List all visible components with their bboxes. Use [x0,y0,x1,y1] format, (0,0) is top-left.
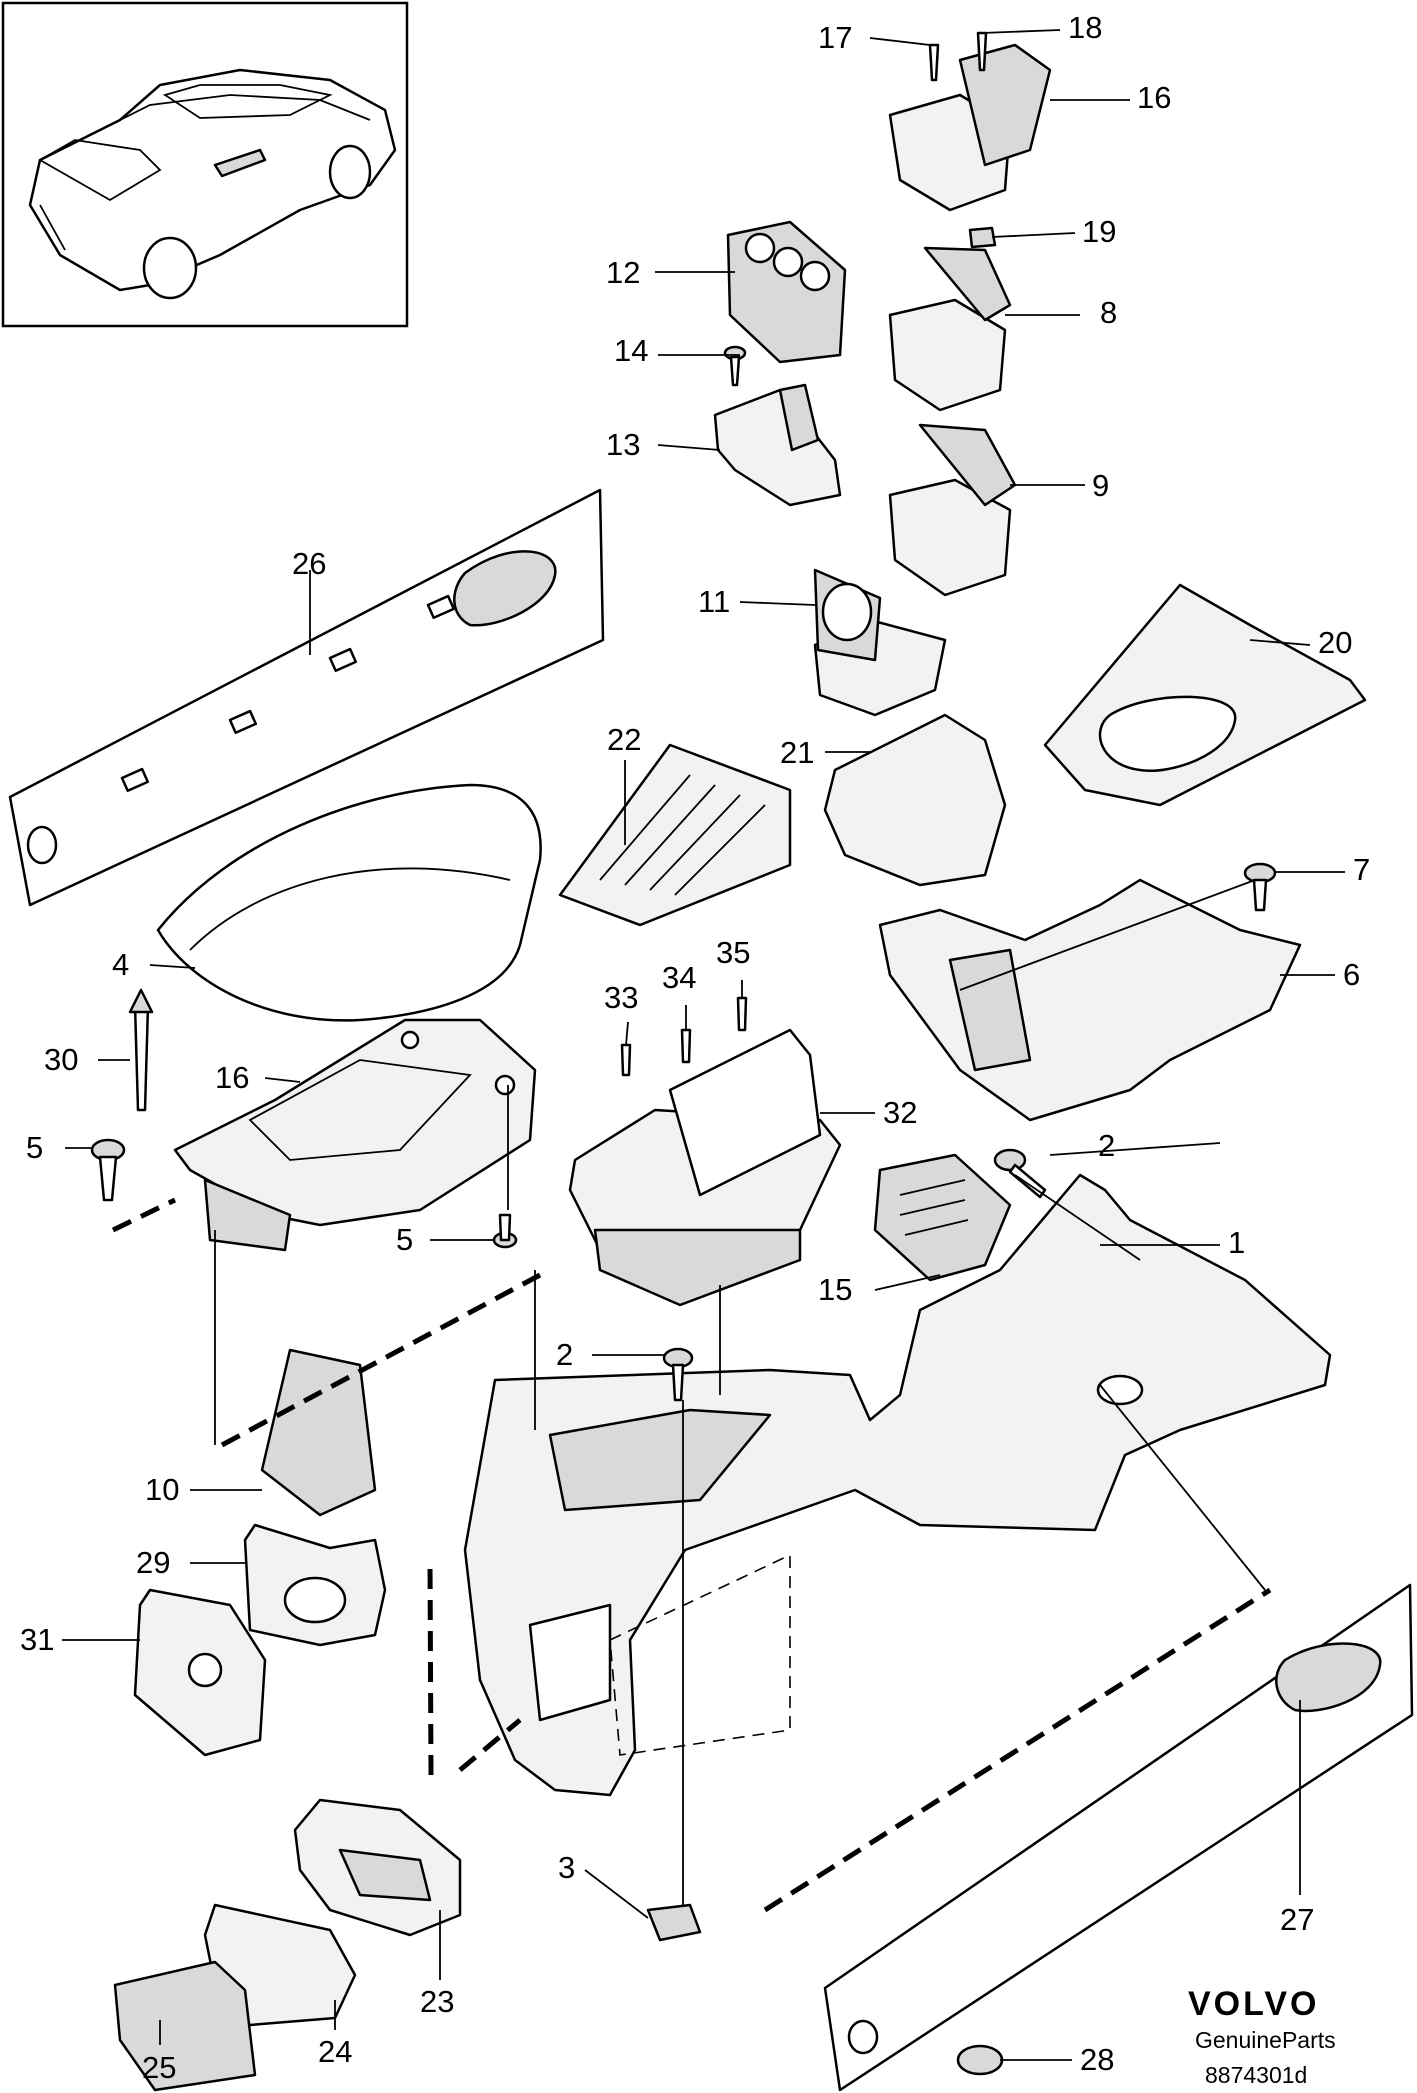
part-27-cover-plate [113,1960,257,2092]
callout-13: 12 [606,255,640,290]
callout-1: 1 [1228,1225,1245,1260]
part-12-cup-holder [813,568,947,717]
callout-4: 4 [112,947,129,982]
part-4-armrest-lid [156,783,542,1022]
part-16-switch-assembly [873,1153,1012,1282]
part-14-bracket [713,383,842,507]
callout-37: 35 [716,935,750,970]
volvo-logo: VOLVO [1188,1985,1320,2023]
callout-31: 29 [136,1545,170,1580]
callout-12: 11 [698,584,730,619]
part-6-screw [90,1138,126,1202]
brand-block: VOLVO GenuineParts 8874301d [1188,1985,1336,2088]
callout-labels: 17 18 16 19 8 9 12 14 13 11 20 21 22 26 … [20,10,1370,2085]
callout-28: 26 [292,546,326,581]
callout-24: 22 [607,722,641,757]
part-25-ashtray-insert [293,1798,462,1937]
part-35-screw [620,1043,632,1077]
callout-19: 17 [818,20,852,55]
callout-2b: 2 [556,1337,573,1372]
callout-16: 15 [818,1272,852,1307]
part-34-storage-bin [568,1028,842,1307]
part-5-screw [492,1213,518,1249]
part-29-side-panel [823,1583,1414,2092]
part-18-ashtray [888,43,1052,212]
callout-23: 21 [780,735,814,770]
callout-22: 20 [1318,625,1352,660]
callout-11: 10 [145,1472,179,1507]
callout-8: 7 [1353,852,1370,887]
part-11-cover [260,1348,377,1517]
part-7-console-bracket [878,878,1302,1122]
callout-21: 19 [1082,214,1116,249]
callout-18: 16 [1137,80,1171,115]
part-20-screw [976,31,988,72]
part-1-center-console [463,1173,1332,1797]
callout-15: 14 [614,333,648,368]
part-37-screw [736,996,748,1032]
part-32-pin [128,988,154,1112]
callout-25: 23 [420,1984,454,2019]
part-13-cup-holder-insert [726,220,847,364]
part-9-storage-tray [888,246,1012,412]
callout-29: 27 [1280,1902,1314,1937]
part-8-screw [1243,862,1277,912]
part-2-screw-lower [662,1347,694,1402]
callout-33: 31 [20,1622,54,1657]
callout-26: 24 [318,2034,352,2069]
genuine-parts-text: GenuineParts [1195,2027,1336,2053]
part-31-bezel [243,1523,387,1647]
callout-3: 3 [558,1850,575,1885]
part-33-switch-panel [133,1588,267,1757]
part-23-shift-boot [823,713,1007,887]
callout-5: 5 [396,1222,413,1257]
callout-leaders [62,29,1345,2061]
part-28-side-panel [8,488,605,907]
callout-14: 13 [606,427,640,462]
part-24-cassette-tray [558,743,792,927]
part-15-screw [723,345,747,387]
part-36-screw [680,1028,692,1064]
callout-36: 34 [662,960,696,995]
assembly-dash-lines [111,879,1272,1913]
callout-30: 28 [1080,2042,1114,2077]
part-22-shift-surround [1043,583,1367,807]
part-21-clip [968,226,997,249]
part-17-armrest-base [173,1018,537,1252]
vehicle-location-inset [1,1,409,328]
diagram-id: 8874301d [1205,2062,1307,2088]
callout-27: 25 [142,2050,176,2085]
callout-20: 18 [1068,10,1102,45]
callout-9: 8 [1100,295,1117,330]
callout-17: 16 [215,1060,249,1095]
part-30-plug [956,2044,1004,2076]
callout-7: 6 [1343,957,1360,992]
callout-34: 32 [883,1095,917,1130]
callout-32: 30 [44,1042,78,1077]
callout-2a: 2 [1098,1128,1115,1163]
callout-10: 9 [1092,468,1109,503]
callout-6: 5 [26,1130,43,1165]
callout-35: 33 [604,980,638,1015]
part-10-storage-tray [888,423,1017,597]
part-3-clip [646,1903,702,1942]
part-19-screw [928,43,940,82]
